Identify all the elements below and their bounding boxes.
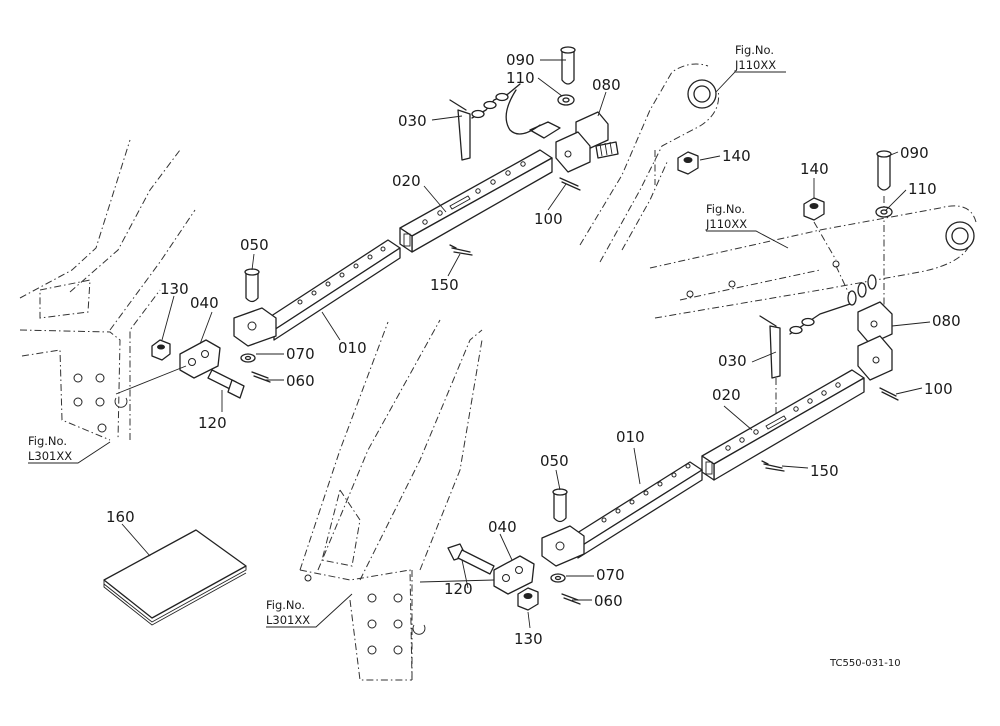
sleeve-020-bottom	[701, 369, 865, 481]
label-050-top: 050	[240, 236, 269, 254]
label-060-top: 060	[286, 372, 315, 390]
label-120-top: 120	[198, 414, 227, 432]
label-110-right: 110	[908, 180, 937, 198]
label-100-top: 100	[534, 210, 563, 228]
bar-010-bottom	[541, 461, 703, 567]
label-160: 160	[106, 508, 135, 526]
drawing-code: TC550-031-10	[829, 658, 901, 669]
label-070-top: 070	[286, 345, 315, 363]
label-040-bottom: 040	[488, 518, 517, 536]
nut-140-right	[803, 197, 837, 261]
pin-050-bottom	[552, 488, 568, 523]
left-frame-ref-line1: Fig.No.	[28, 434, 67, 448]
nut-130-bottom	[517, 587, 539, 611]
clip-100-top	[559, 177, 581, 191]
bolt-120-bottom	[447, 543, 495, 575]
bracket-080-right	[857, 301, 893, 381]
label-100-right: 100	[924, 380, 953, 398]
label-140-top: 140	[722, 147, 751, 165]
right-link-ref-line2: J110XX	[705, 217, 747, 231]
right-link-ref: Fig.No. J110XX	[705, 202, 789, 249]
right-link-arm	[649, 205, 977, 319]
top-link-ref: Fig.No. J110XX	[715, 43, 786, 93]
bracket-080-top	[529, 111, 619, 173]
label-090-right: 090	[900, 144, 929, 162]
center-frame-outline	[299, 319, 483, 681]
bolt-120-top	[207, 369, 245, 399]
left-frame-ref: Fig.No. L301XX	[28, 434, 111, 464]
label-030-right: 030	[718, 352, 747, 370]
label-130-top: 130	[160, 280, 189, 298]
manual-160	[103, 529, 247, 626]
washer-110-right	[875, 206, 893, 218]
washer-070-top	[240, 353, 256, 363]
center-frame-ref-line1: Fig.No.	[266, 598, 305, 612]
washer-070-bottom	[550, 573, 566, 583]
label-150-bottom: 150	[810, 462, 839, 480]
nut-140-top	[677, 151, 699, 175]
part-labels: 090 110 030 080 140 100 020 150 050 010 …	[106, 51, 961, 648]
label-020-bottom: 020	[712, 386, 741, 404]
label-010-top: 010	[338, 339, 367, 357]
clip-150-bottom	[761, 460, 785, 472]
right-link-ref-line1: Fig.No.	[706, 202, 745, 216]
left-frame-ref-line2: L301XX	[28, 449, 72, 463]
label-010-bottom: 010	[616, 428, 645, 446]
label-080-right: 080	[932, 312, 961, 330]
top-link-ref-line1: Fig.No.	[735, 43, 774, 57]
pin-090-top	[560, 46, 576, 85]
label-050-bottom: 050	[540, 452, 569, 470]
pin-050-top	[244, 268, 260, 303]
clevis-040-top	[179, 339, 221, 379]
chain-030-top	[449, 83, 541, 161]
chain-030-right	[759, 265, 877, 430]
label-130-bottom: 130	[514, 630, 543, 648]
top-link-arm	[579, 63, 720, 263]
top-link-ref-line2: J110XX	[734, 58, 776, 72]
leader-lines	[115, 59, 931, 629]
sleeve-020-top	[399, 149, 553, 253]
left-frame-outline	[19, 139, 196, 441]
label-080-top: 080	[592, 76, 621, 94]
label-070-bottom: 070	[596, 566, 625, 584]
washer-110-top	[557, 94, 575, 106]
label-150-top: 150	[430, 276, 459, 294]
clip-150-top	[449, 244, 473, 256]
label-030-top: 030	[398, 112, 427, 130]
label-120-bottom: 120	[444, 580, 473, 598]
clevis-040-bottom	[493, 555, 535, 595]
label-090-top: 090	[506, 51, 535, 69]
label-040-top: 040	[190, 294, 219, 312]
clip-100-right	[879, 387, 899, 401]
center-frame-ref-line2: L301XX	[266, 613, 310, 627]
label-020-top: 020	[392, 172, 421, 190]
center-frame-ref: Fig.No. L301XX	[266, 593, 353, 628]
label-060-bottom: 060	[594, 592, 623, 610]
label-140-right: 140	[800, 160, 829, 178]
pin-060-top	[251, 371, 271, 383]
pin-060-bottom	[561, 593, 581, 605]
bar-010-top	[233, 239, 401, 347]
label-110-top: 110	[506, 69, 535, 87]
nut-130-top	[151, 339, 171, 361]
